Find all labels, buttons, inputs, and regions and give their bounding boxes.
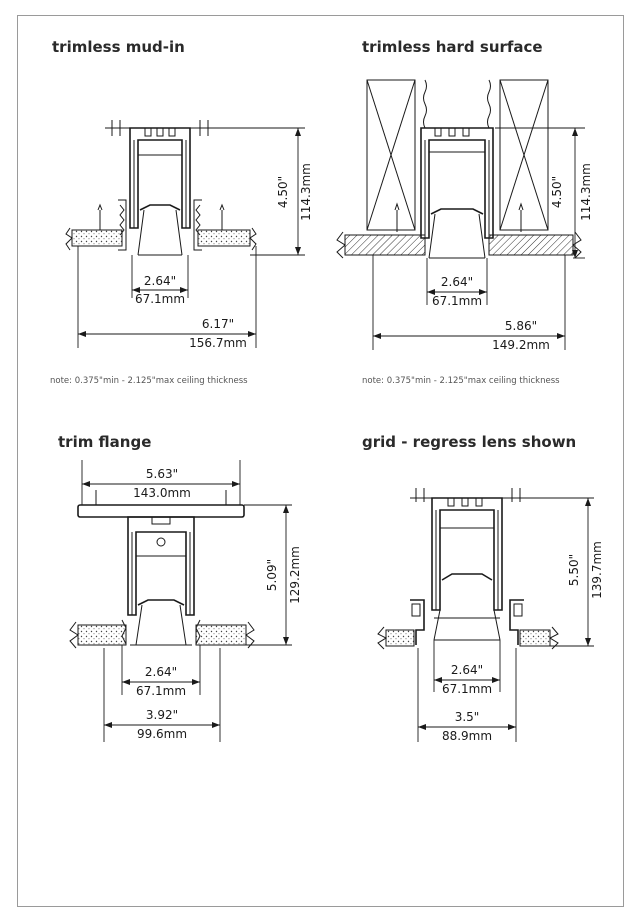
- dim-height-mm: 139.7mm: [590, 541, 604, 599]
- dim-outer-mm: 99.6mm: [137, 727, 187, 741]
- diagram-trim-flange: 5.63" 143.0mm 5.09" 129.2mm 2.64" 67.1mm…: [69, 460, 302, 742]
- dim-outer-mm: 156.7mm: [189, 336, 247, 350]
- dim-inner-in: 2.64": [144, 274, 176, 288]
- dim-height-in: 4.50": [276, 176, 290, 208]
- ceiling-note: note: 0.375"min - 2.125"max ceiling thic…: [362, 376, 560, 386]
- page-frame: [17, 15, 624, 907]
- dim-height-in: 5.50": [567, 554, 581, 586]
- dim-inner-mm: 67.1mm: [442, 682, 492, 696]
- dim-outer-mm: 88.9mm: [442, 729, 492, 743]
- panel-title-grid-regress-lens: grid - regress lens shown: [362, 433, 577, 451]
- dim-inner-mm: 67.1mm: [136, 684, 186, 698]
- dim-inner-in: 2.64": [451, 663, 483, 677]
- panel-title-trimless-hard-surface: trimless hard surface: [362, 38, 543, 56]
- panel-title-trimless-mud-in: trimless mud-in: [52, 38, 185, 56]
- dim-inner-in: 2.64": [145, 665, 177, 679]
- dim-inner-mm: 67.1mm: [135, 292, 185, 306]
- dim-height-in: 5.09": [265, 559, 279, 591]
- diagram-trimless-hard-surface: 4.50" 114.3mm 2.64" 67.1mm 5.86" 149.2mm: [336, 79, 593, 352]
- dim-inner-mm: 67.1mm: [432, 294, 482, 308]
- dim-height-mm: 114.3mm: [579, 163, 593, 221]
- dim-outer-in: 6.17": [202, 317, 234, 331]
- dim-outer-mm: 149.2mm: [492, 338, 550, 352]
- dim-outer-in: 3.5": [455, 710, 480, 724]
- dim-height-in: 4.50": [550, 176, 564, 208]
- diagram-trimless-mud-in: 4.50" 114.3mm 2.64" 67.1mm 6.17" 156.7mm: [65, 120, 313, 350]
- dim-outer-in: 5.86": [505, 319, 537, 333]
- dim-outer-in: 3.92": [146, 708, 178, 722]
- dim-height-mm: 129.2mm: [288, 546, 302, 604]
- panel-title-trim-flange: trim flange: [58, 433, 152, 451]
- dim-inner-in: 2.64": [441, 275, 473, 289]
- dim-top-mm: 143.0mm: [133, 486, 191, 500]
- dim-top-in: 5.63": [146, 467, 178, 481]
- dim-height-mm: 114.3mm: [299, 163, 313, 221]
- ceiling-note: note: 0.375"min - 2.125"max ceiling thic…: [50, 376, 248, 386]
- diagram-grid-regress-lens: 5.50" 139.7mm 2.64" 67.1mm 3.5" 88.9mm: [377, 488, 604, 743]
